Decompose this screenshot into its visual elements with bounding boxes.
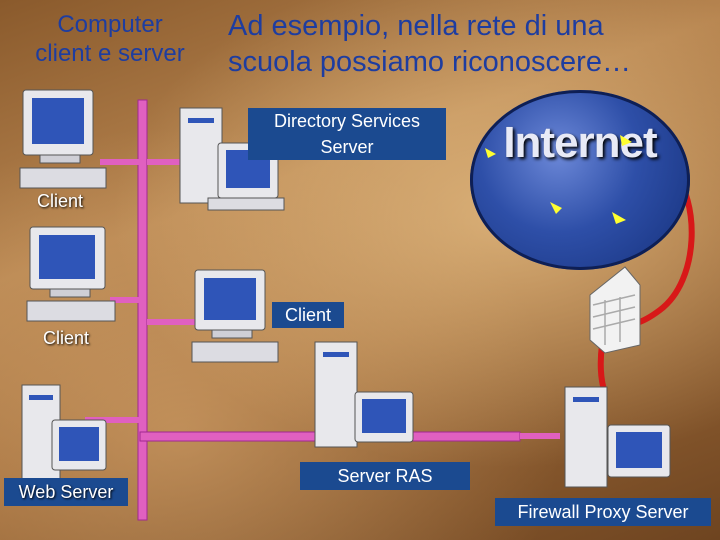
title-right: Ad esempio, nella rete di una scuola pos… <box>228 8 718 80</box>
directory-server-computer[interactable] <box>178 98 288 213</box>
directory-server-label-line2: Server <box>320 137 374 157</box>
firewall-icon <box>589 266 641 354</box>
title-left-line1: Computer <box>57 11 163 38</box>
title-right-line2: scuola possiamo riconoscere… <box>228 46 631 78</box>
internet-globe[interactable] <box>470 90 690 270</box>
web-server-computer[interactable] <box>20 380 110 490</box>
firewall-server-computer[interactable] <box>560 385 680 500</box>
network-bus <box>137 99 148 521</box>
client-computer-3[interactable] <box>190 268 280 368</box>
server-ras-computer[interactable] <box>310 340 420 460</box>
title-right-line1: Ad esempio, nella rete di una <box>228 10 604 42</box>
title-left-line2: client e server <box>35 40 185 67</box>
client-label-1: Client <box>36 191 84 211</box>
client-computer-2[interactable] <box>25 225 120 325</box>
client-computer-1[interactable] <box>18 88 108 193</box>
internet-label: Internet <box>503 118 657 167</box>
client-label-2: Client <box>42 328 90 348</box>
title-left: Computer client e server <box>10 10 210 68</box>
server-ras-label: Server RAS <box>300 462 470 490</box>
globe-sparkles <box>485 135 632 224</box>
directory-server-label: Directory Services Server <box>248 108 446 160</box>
firewall-proxy-server-label: Firewall Proxy Server <box>495 498 711 526</box>
web-server-label: Web Server <box>4 478 128 506</box>
client-label-3: Client <box>272 302 344 328</box>
directory-server-label-line1: Directory Services <box>273 111 421 131</box>
